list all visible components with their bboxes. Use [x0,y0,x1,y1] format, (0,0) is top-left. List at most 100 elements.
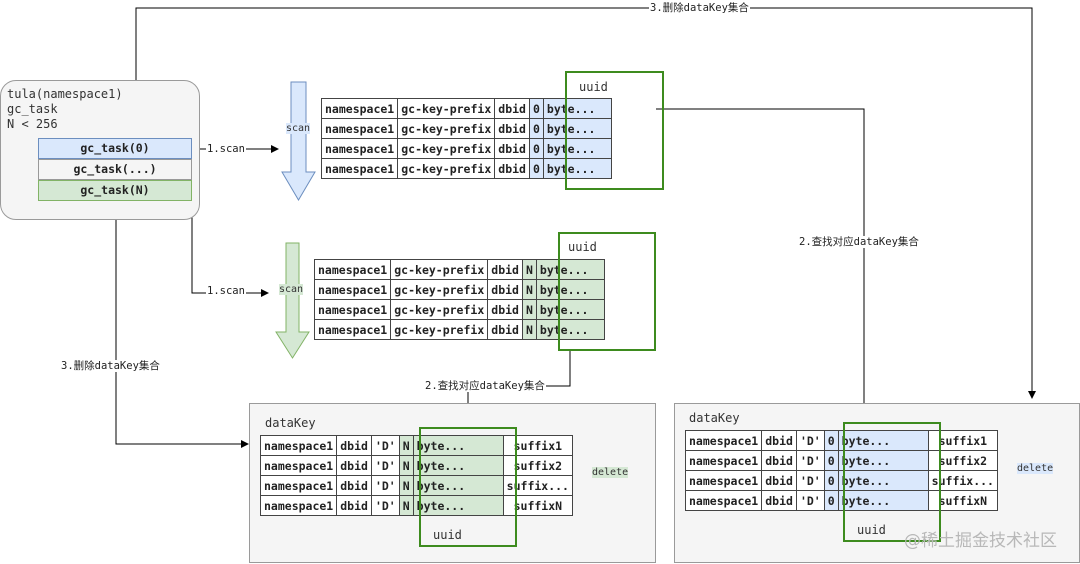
cell-type: 'D' [370,435,400,456]
cell-bytes: byte... [837,470,929,491]
cell-suffix: suffixN [502,495,573,516]
cell-dbid: dbid [761,430,797,451]
cell-bytes: byte... [412,475,504,496]
edge-delete-top [135,7,1036,399]
cell-index: N [521,279,537,300]
table-row: namespace1 gc-key-prefix dbid 0 byte... [320,118,612,139]
cell-bytes: byte... [837,490,929,511]
table-row: namespace1 dbid 'D' 0 byte... suffix1 [684,430,998,451]
cell-dbid: dbid [494,118,530,139]
cell-prefix: gc-key-prefix [397,98,496,119]
scan-label-blue: scan [286,123,311,134]
scan-table-blue: namespace1 gc-key-prefix dbid 0 byte... … [320,98,612,179]
cell-bytes: byte... [535,319,605,340]
table-row: namespace1 gc-key-prefix dbid 0 byte... [320,138,612,159]
cell-type: 'D' [370,495,400,516]
cell-index: N [521,319,537,340]
cell-index: N [398,495,414,516]
gc-task-0: gc_task(0) [38,138,192,159]
cell-namespace: namespace1 [320,118,399,139]
datakey-title-right: dataKey [689,411,740,425]
edge-label-scan-top: 1.scan [206,143,246,155]
scan-label-green: scan [279,284,304,295]
cell-namespace: namespace1 [259,435,338,456]
cell-namespace: namespace1 [320,98,399,119]
cell-suffix: suffix1 [502,435,573,456]
cell-namespace: namespace1 [259,475,338,496]
cell-bytes: byte... [542,98,612,119]
gc-task-n: gc_task(N) [38,180,192,201]
delete-label-right: delete [1017,463,1054,474]
table-row: namespace1 dbid 'D' 0 byte... suffixN [684,490,998,511]
cell-namespace: namespace1 [684,430,763,451]
cell-type: 'D' [370,455,400,476]
edge-label-delete-top: 3.删除dataKey集合 [649,2,750,14]
cell-namespace: namespace1 [259,455,338,476]
edge-find-right [656,108,868,426]
edge-delete-left [115,202,249,448]
table-row: namespace1 dbid 'D' 0 byte... suffix... [684,470,998,491]
cell-dbid: dbid [487,299,523,320]
cell-prefix: gc-key-prefix [397,138,496,159]
cell-index: 0 [823,450,839,471]
cell-type: 'D' [370,475,400,496]
cell-dbid: dbid [494,98,530,119]
cell-index: 0 [528,138,544,159]
table-row: namespace1 gc-key-prefix dbid 0 byte... [320,98,612,119]
cell-index: 0 [823,430,839,451]
cell-index: 0 [528,158,544,179]
cell-namespace: namespace1 [684,490,763,511]
cell-prefix: gc-key-prefix [397,118,496,139]
cell-namespace: namespace1 [320,138,399,159]
table-row: namespace1 gc-key-prefix dbid N byte... [313,319,605,340]
uuid-label-green: uuid [568,240,597,254]
cell-prefix: gc-key-prefix [397,158,496,179]
cell-index: 0 [528,98,544,119]
cell-index: N [521,259,537,280]
tula-subtitle: gc_task [7,102,58,116]
gc-task-mid: gc_task(...) [38,159,192,180]
datakey-title-left: dataKey [265,416,316,430]
cell-bytes: byte... [542,158,612,179]
datakey-table-left: namespace1 dbid 'D' N byte... suffix1 na… [259,435,573,516]
cell-suffix: suffix2 [502,455,573,476]
cell-namespace: namespace1 [313,319,392,340]
cell-namespace: namespace1 [684,470,763,491]
cell-type: 'D' [795,490,825,511]
cell-bytes: byte... [535,279,605,300]
table-row: namespace1 dbid 'D' N byte... suffix1 [259,435,573,456]
cell-dbid: dbid [487,279,523,300]
edge-label-find-mid: 2.查找对应dataKey集合 [424,380,546,392]
tula-limit: N < 256 [7,117,58,131]
cell-bytes: byte... [542,118,612,139]
cell-index: 0 [823,490,839,511]
cell-dbid: dbid [487,319,523,340]
cell-dbid: dbid [336,455,372,476]
edge-label-scan-bottom: 1.scan [206,285,246,297]
cell-dbid: dbid [487,259,523,280]
scan-table-green: namespace1 gc-key-prefix dbid N byte... … [313,259,605,340]
cell-namespace: namespace1 [320,158,399,179]
uuid-highlight-green [558,232,656,351]
uuid-label-right: uuid [857,523,886,537]
table-row: namespace1 dbid 'D' N byte... suffixN [259,495,573,516]
cell-dbid: dbid [494,138,530,159]
cell-dbid: dbid [761,450,797,471]
cell-index: 0 [823,470,839,491]
cell-suffix: suffix... [502,475,573,496]
cell-dbid: dbid [336,435,372,456]
table-row: namespace1 dbid 'D' 0 byte... suffix2 [684,450,998,471]
cell-bytes: byte... [837,450,929,471]
scan-arrow-green [275,242,310,359]
cell-index: N [521,299,537,320]
table-row: namespace1 gc-key-prefix dbid N byte... [313,299,605,320]
table-row: namespace1 gc-key-prefix dbid 0 byte... [320,158,612,179]
cell-index: N [398,475,414,496]
cell-bytes: byte... [542,138,612,159]
cell-namespace: namespace1 [313,279,392,300]
cell-prefix: gc-key-prefix [390,279,489,300]
cell-type: 'D' [795,430,825,451]
cell-namespace: namespace1 [313,299,392,320]
uuid-highlight-right [843,422,941,542]
table-row: namespace1 dbid 'D' N byte... suffix... [259,475,573,496]
